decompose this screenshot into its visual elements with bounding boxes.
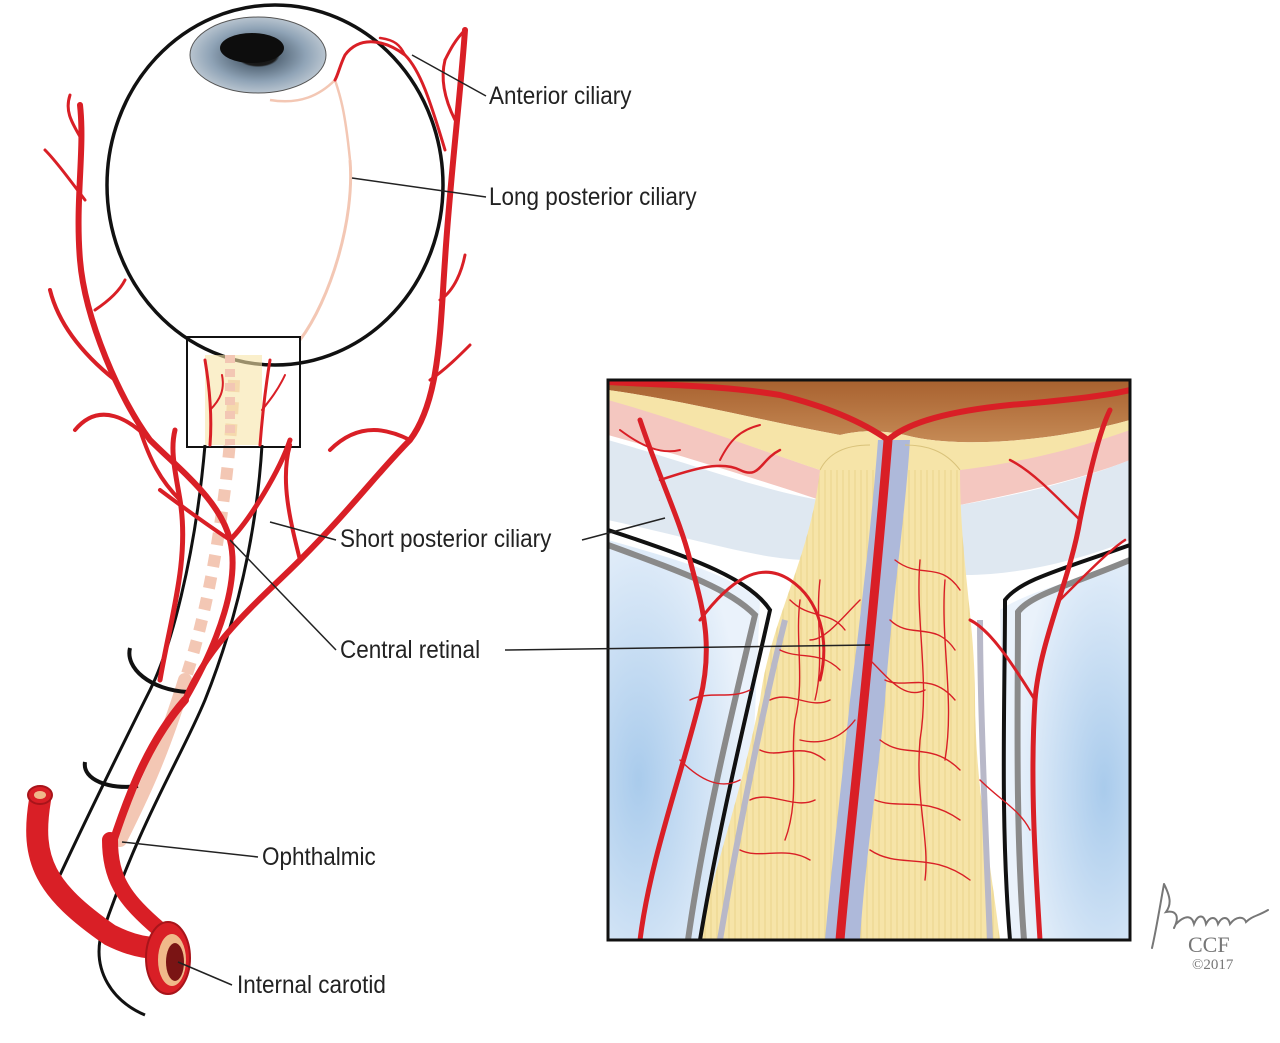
label-central-retinal: Central retinal <box>340 636 481 664</box>
label-anterior-ciliary: Anterior ciliary <box>489 82 632 110</box>
label-short-posterior-ciliary: Short posterior ciliary <box>340 525 552 553</box>
inset-frame <box>606 378 1132 942</box>
label-long-posterior-ciliary: Long posterior ciliary <box>489 183 697 211</box>
eye-overview <box>26 3 472 1017</box>
artist-signature <box>1151 883 1269 949</box>
optic-nerve <box>58 379 264 1017</box>
label-internal-carotid: Internal carotid <box>237 971 386 999</box>
arteries <box>26 27 472 959</box>
optic-nerve-head-box <box>186 336 301 448</box>
capillary-network <box>679 559 1031 881</box>
leader-lines <box>121 54 871 986</box>
label-ophthalmic: Ophthalmic <box>262 843 376 871</box>
credit-year: ©2017 <box>1192 957 1234 973</box>
credit-organization: CCF <box>1188 932 1230 957</box>
optic-nerve-head-inset <box>608 380 1130 940</box>
eyeball-icon <box>105 3 445 367</box>
